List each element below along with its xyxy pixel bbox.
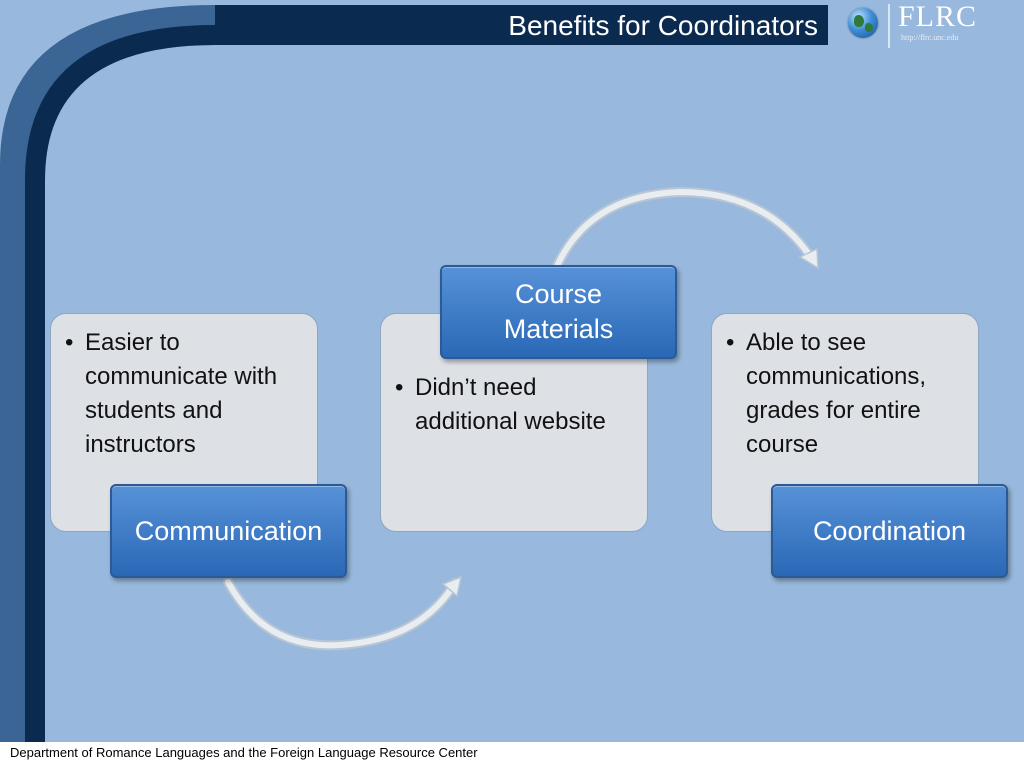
coordination-bullets: Able to see communications, grades for e… [722,326,972,462]
logo-divider [888,4,890,48]
communication-label: Communication [110,484,347,578]
bullet-item: Didn’t need additional website [391,371,637,439]
logo-text: FLRC [898,0,978,33]
bullet-item: Easier to communicate with students and … [61,326,307,462]
slide-title: Benefits for Coordinators [508,10,818,41]
globe-icon [848,8,878,38]
coordination-label: Coordination [771,484,1008,578]
course-materials-label: Course Materials [440,265,677,359]
course-materials-bullets: Didn’t need additional website [391,371,637,439]
logo-url: http://flrc.unc.edu [901,33,959,42]
footer-text: Department of Romance Languages and the … [10,745,478,760]
communication-bullets: Easier to communicate with students and … [61,326,307,462]
title-bar [215,5,828,45]
footer-strip [0,742,1024,768]
bullet-item: Able to see communications, grades for e… [722,326,972,462]
